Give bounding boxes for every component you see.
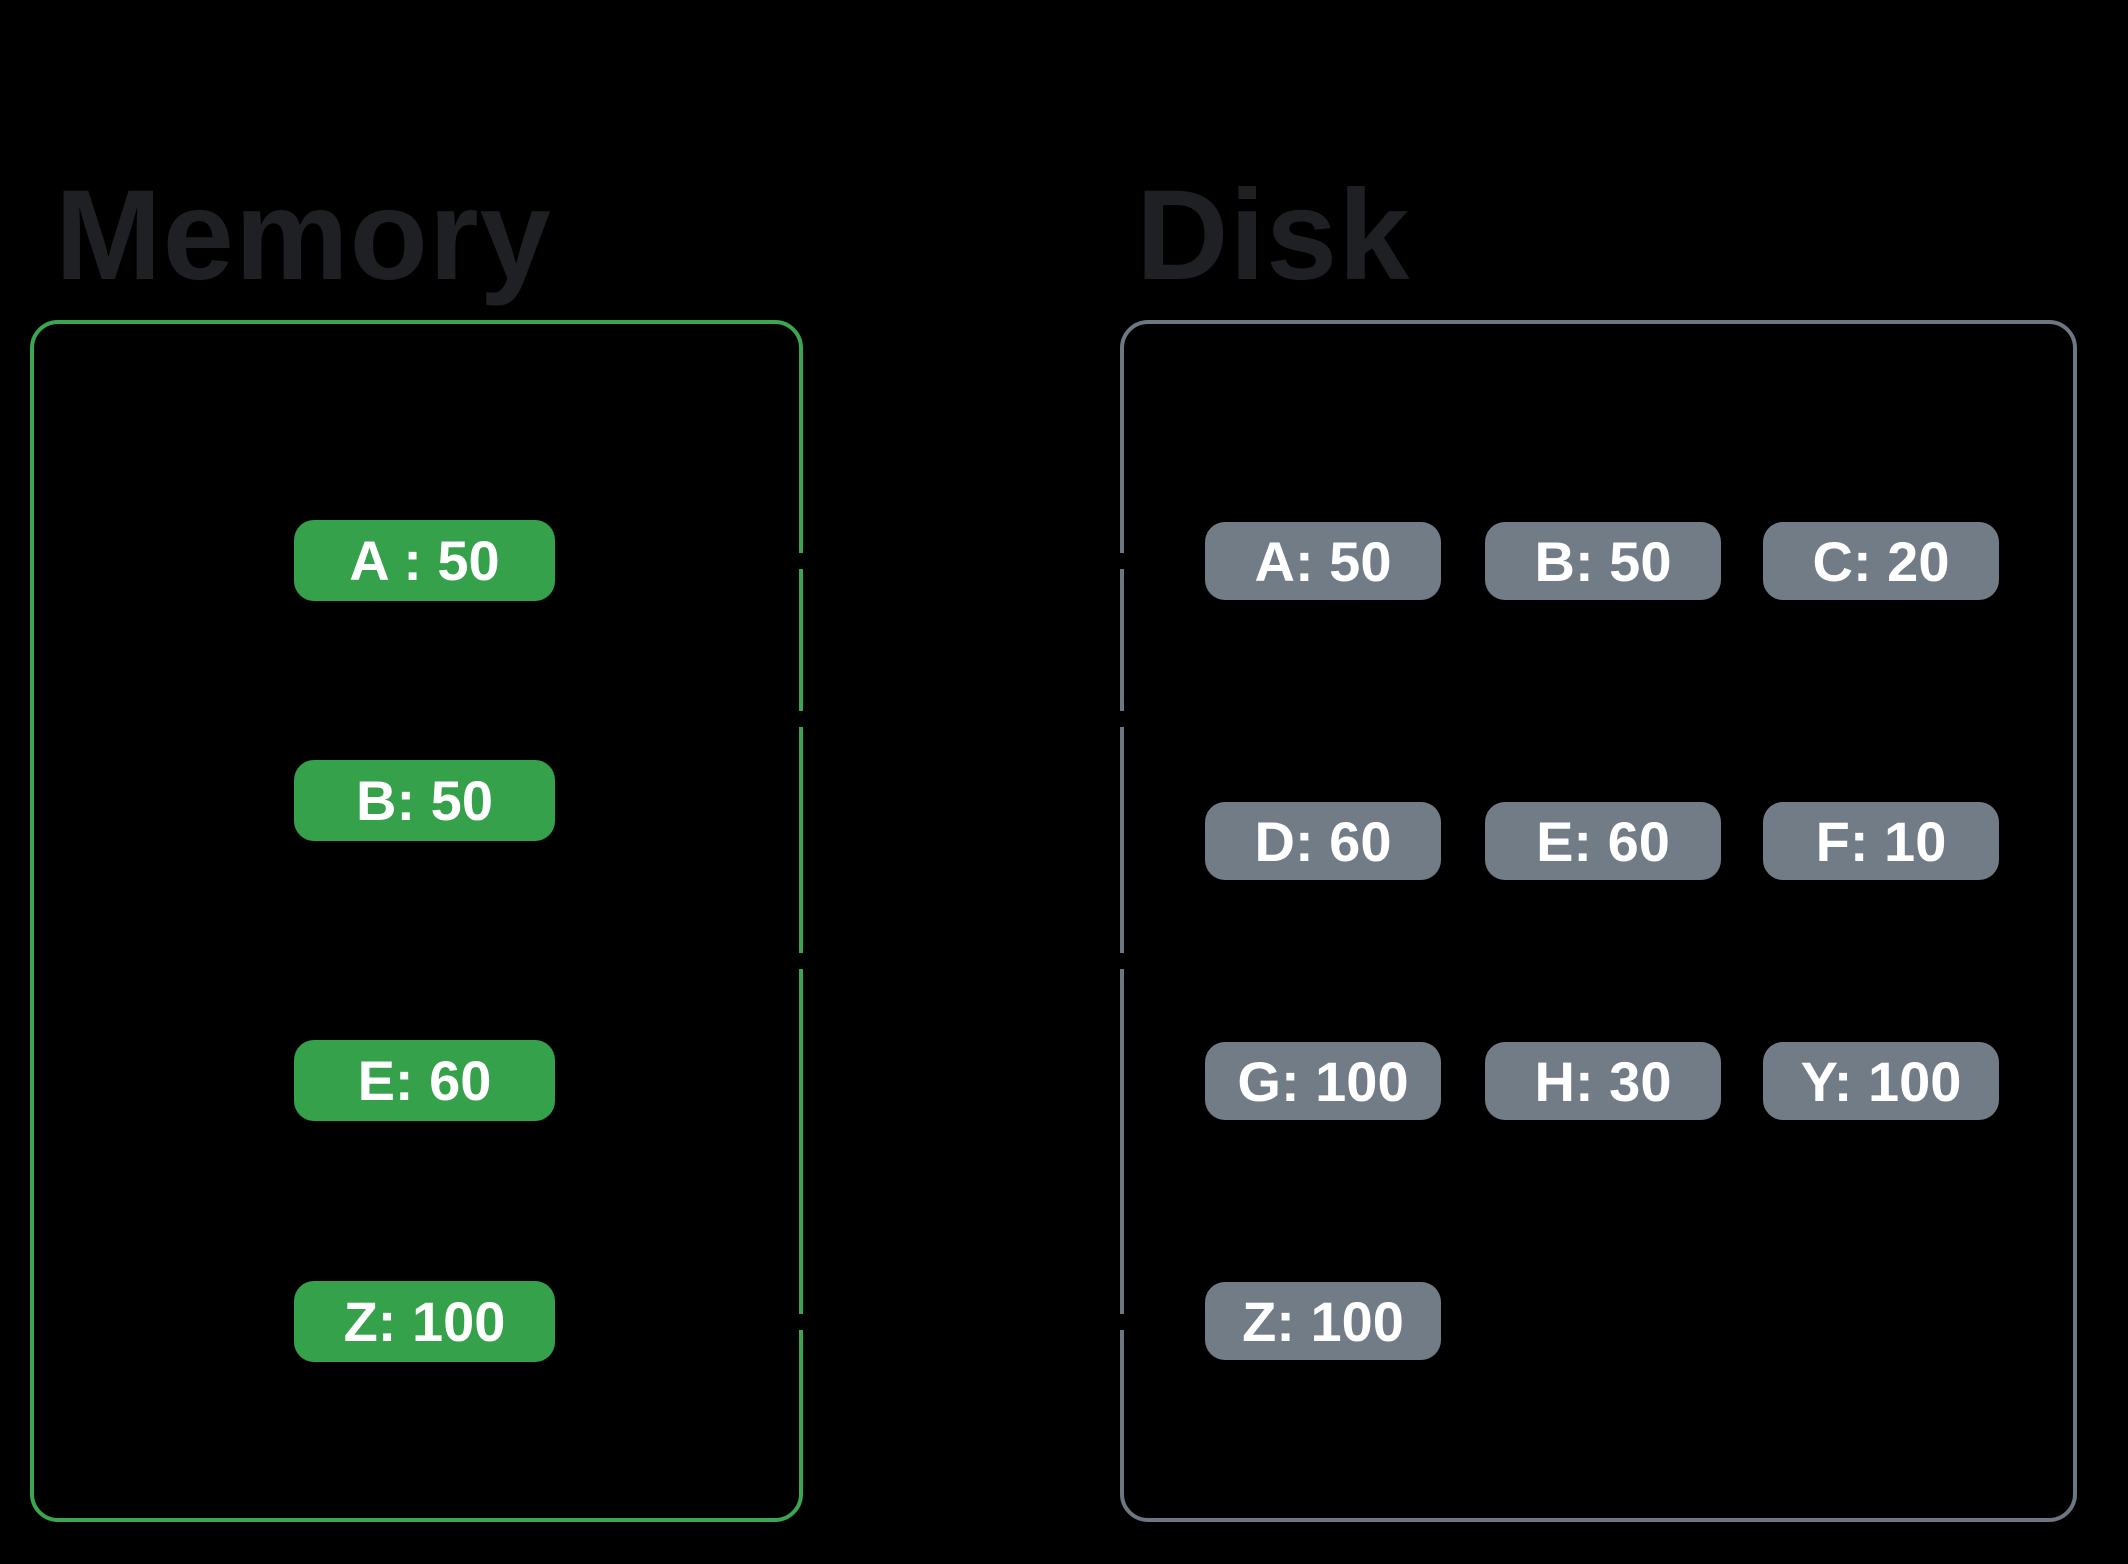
disk-entry-d: D: 60 [1205,802,1441,880]
disk-entry-f: F: 10 [1763,802,1999,880]
disk-entry-h: H: 30 [1485,1042,1721,1120]
memory-entry-e: E: 60 [294,1040,555,1121]
disk-entry-b: B: 50 [1485,522,1721,600]
memory-border-gap-4 [792,1314,806,1330]
memory-entry-a: A : 50 [294,520,555,601]
memory-border-gap-3 [792,953,806,969]
disk-entry-c: C: 20 [1763,522,1999,600]
disk-border-gap-1 [1116,553,1130,569]
disk-entry-z: Z: 100 [1205,1282,1441,1360]
memory-border-gap-2 [792,711,806,727]
memory-entry-b: B: 50 [294,760,555,841]
disk-title: Disk [1136,164,1411,307]
disk-entry-e: E: 60 [1485,802,1721,880]
memory-title: Memory [55,164,552,307]
memory-box: A : 50 B: 50 E: 60 Z: 100 [30,320,803,1522]
memory-entry-z: Z: 100 [294,1281,555,1362]
disk-box: A: 50 B: 50 C: 20 D: 60 E: 60 F: 10 G: 1… [1120,320,2077,1522]
disk-entry-a: A: 50 [1205,522,1441,600]
disk-border-gap-4 [1116,1314,1130,1330]
disk-border-gap-3 [1116,953,1130,969]
memory-border-gap-1 [792,553,806,569]
disk-entry-g: G: 100 [1205,1042,1441,1120]
disk-border-gap-2 [1116,711,1130,727]
disk-entry-y: Y: 100 [1763,1042,1999,1120]
